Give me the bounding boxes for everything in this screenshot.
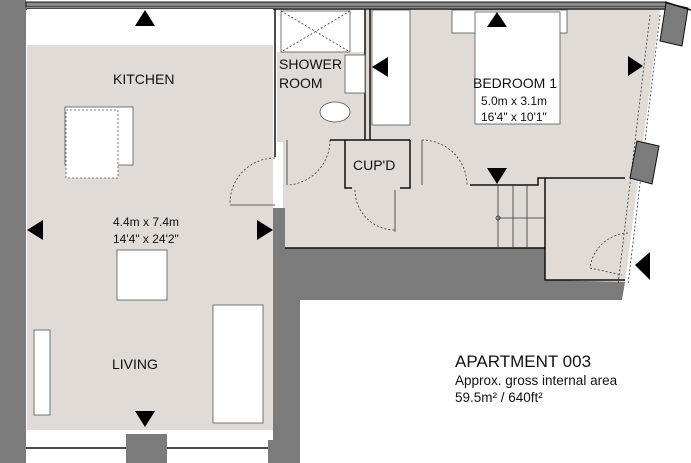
arrow-icon: [635, 252, 650, 280]
basin: [344, 54, 366, 94]
arrow-icon: [628, 56, 643, 76]
bottom-corner-wall: [268, 440, 300, 463]
shower-label-1: SHOWER: [279, 56, 342, 72]
armchair: [116, 249, 168, 301]
bottom-pillar: [126, 434, 167, 463]
arrow-icon: [135, 10, 155, 26]
tv-unit: [33, 329, 51, 416]
arrow-icon: [487, 168, 507, 184]
arrow-icon: [135, 411, 155, 427]
corridor-wall: [285, 248, 625, 463]
window-pillar: [629, 140, 660, 185]
living-dim-metric: 4.4m x 7.4m: [113, 215, 179, 229]
apartment-info: APARTMENT 003 Approx. gross internal are…: [455, 352, 617, 406]
toilet: [319, 101, 351, 123]
bedroom-dim-imperial: 16'4" x 10'1": [481, 110, 547, 124]
area-value: 59.5m² / 640ft²: [455, 390, 543, 405]
arrow-icon: [487, 12, 507, 27]
top-wall: [25, 1, 667, 8]
bedroom-label: BEDROOM 1: [473, 75, 557, 91]
bed: [474, 11, 561, 125]
kitchen-counter: [27, 9, 273, 45]
bedroom-dim-metric: 5.0m x 3.1m: [481, 94, 547, 108]
apartment-title: APARTMENT 003: [455, 352, 592, 371]
living-label: LIVING: [112, 356, 158, 372]
kitchen-label: KITCHEN: [113, 71, 174, 87]
arrow-icon: [372, 57, 388, 77]
shower-label-2: ROOM: [279, 75, 323, 91]
hall-floor: [283, 140, 545, 248]
living-right-wall: [273, 208, 285, 463]
sofa: [212, 304, 264, 424]
left-wall: [0, 0, 26, 463]
arrow-icon: [27, 220, 43, 240]
living-dim-imperial: 14'4" x 24'2": [113, 232, 179, 246]
area-label: Approx. gross internal area: [455, 373, 618, 388]
arrow-icon: [257, 220, 273, 240]
cupboard-label: CUP'D: [353, 157, 395, 173]
